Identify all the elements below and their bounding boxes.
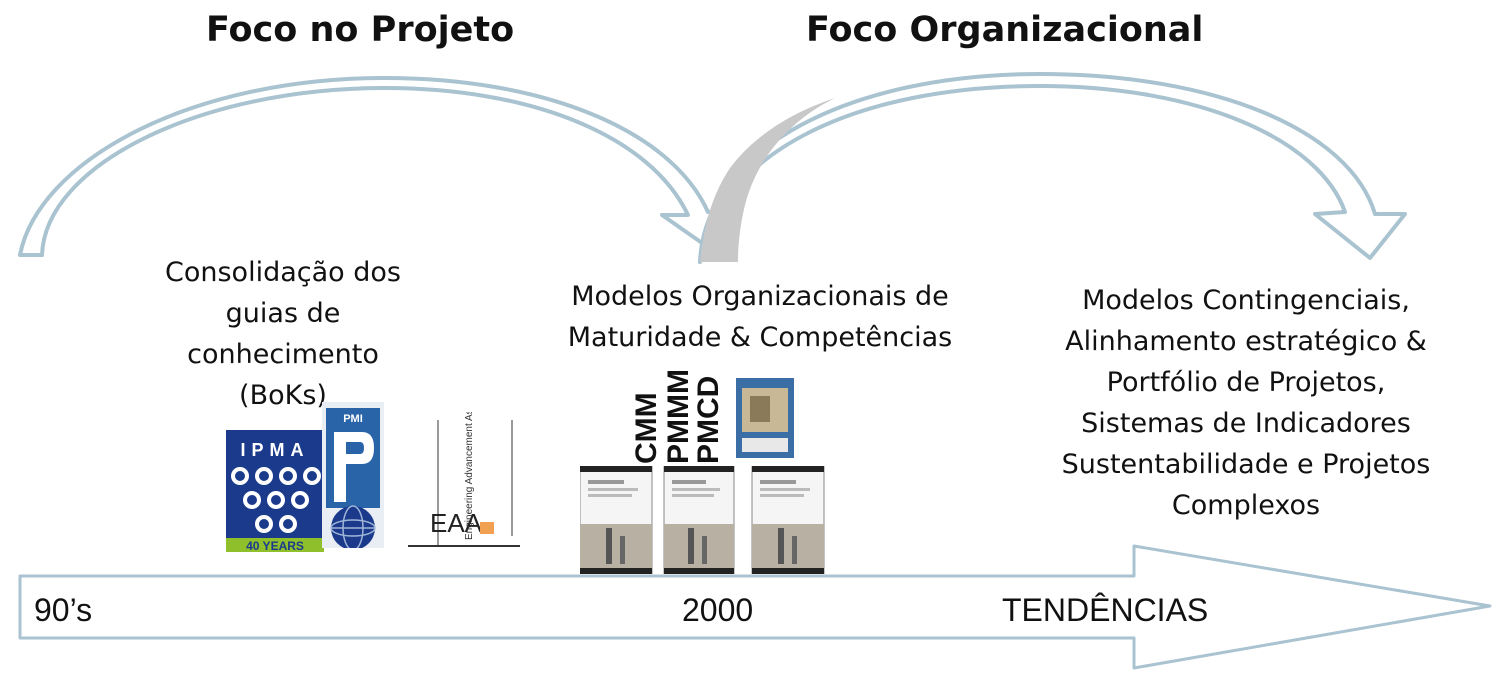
pmi-logo: PMI <box>322 402 384 548</box>
enaa-name-text: Engineering Advancement Association of J… <box>464 412 475 540</box>
book-cover-small <box>736 378 794 458</box>
maturity-line-1: Modelos Organizacionais de <box>571 281 949 312</box>
trends-line-5: Sustentabilidade e Projetos <box>1061 449 1431 480</box>
book-cover-pmcd <box>751 466 825 574</box>
heading-organizational-focus: Foco Organizacional <box>806 10 1204 50</box>
pmi-logo-text: PMI <box>343 413 363 425</box>
timeline-end-label: TENDÊNCIAS <box>1002 592 1209 628</box>
timeline-arrow <box>18 544 1492 670</box>
book-cover-cmm <box>580 466 653 574</box>
trends-line-4: Sistemas de Indicadores <box>1081 408 1411 439</box>
timeline-middle-label: 2000 <box>682 592 754 628</box>
boks-line-1: Consolidação dos <box>165 257 401 288</box>
ipma-logo: IPMA 40 YEARS <box>226 430 324 552</box>
organizational-focus-curved-arrow <box>698 72 1407 264</box>
trends-line-1: Modelos Contingenciais, <box>1082 285 1410 316</box>
maturity-block: Modelos Organizacionais de Maturidade & … <box>516 276 1004 358</box>
arrow-overlap-band <box>700 98 835 262</box>
ipma-years-text: 40 YEARS <box>246 539 304 552</box>
book-covers <box>580 466 825 574</box>
project-focus-curved-arrow <box>18 76 732 257</box>
boks-line-2: guias de <box>225 298 341 329</box>
model-labels: CMM PMMM PMCD <box>630 369 725 464</box>
timeline-start-label: 90’s <box>34 592 93 628</box>
enaa-logo: EAA Engineering Advancement Association … <box>408 412 520 547</box>
boks-line-4: (BoKs) <box>239 380 327 411</box>
model-label-cmm: CMM <box>630 392 663 464</box>
maturity-line-2: Maturidade & Competências <box>567 322 953 353</box>
ipma-logo-text: IPMA <box>241 440 310 460</box>
model-label-pmcd: PMCD <box>692 376 725 464</box>
trends-line-6: Complexos <box>1171 490 1321 521</box>
trends-line-2: Alinhamento estratégico & <box>1065 326 1427 357</box>
enaa-letters: EAA <box>430 508 483 538</box>
trends-line-3: Portfólio de Projetos, <box>1106 367 1386 398</box>
model-label-pmmm: PMMM <box>662 369 695 464</box>
book-cover-pmmm <box>663 466 735 574</box>
boks-block: Consolidação dos guias de conhecimento (… <box>118 252 448 416</box>
boks-line-3: conhecimento <box>187 339 379 370</box>
heading-project-focus: Foco no Projeto <box>206 10 515 50</box>
trends-block: Modelos Contingenciais, Alinhamento estr… <box>1002 280 1490 526</box>
